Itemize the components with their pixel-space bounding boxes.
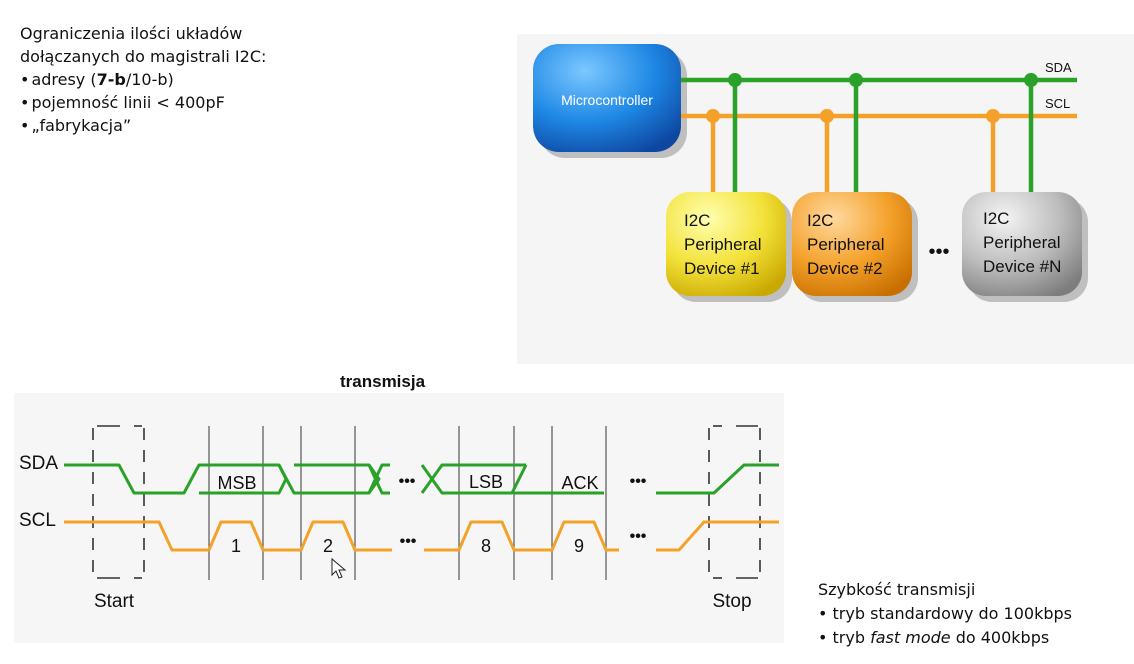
sda-junction-2 [849,73,863,87]
msb-label: MSB [217,473,256,493]
scl-junction-n [986,109,1000,123]
peripheral-device-1-label: I2C Peripheral Device #1 [684,211,766,278]
speed-item-standard: • tryb standardowy do 100kbps [818,604,1072,623]
timing-gridlines [208,426,607,580]
peripheral-device-1-box [666,192,786,296]
bus-sda-label: SDA [1045,60,1072,75]
microcontroller-label: Microcontroller [561,92,653,108]
transmission-speed-text: Szybkość transmisji • tryb standardowy d… [818,578,1072,650]
scl-ellipsis-2: ••• [630,528,647,545]
timing-scl-label: SCL [19,510,56,531]
clock-number-1: 1 [231,536,241,556]
speed-item-fast: • tryb fast mode do 400kbps [818,628,1050,647]
sda-waveform [64,463,779,495]
scl-junction-2 [820,109,834,123]
scl-junction-1 [706,109,720,123]
clock-number-8: 8 [481,536,491,556]
limits-item-fabrication: •„fabrykacja” [20,116,132,135]
sda-ellipsis-2: ••• [630,473,647,490]
peripheral-device-2-box [792,192,912,296]
i2c-limits-text: Ograniczenia ilości układów dołączanych … [20,22,266,137]
peripheral-device-n-box [962,192,1082,296]
sda-junction-n [1024,73,1038,87]
start-bracket [92,425,145,579]
peripheral-device-n-label: I2C Peripheral Device #N [983,209,1065,276]
limits-heading-line1: Ograniczenia ilości układów [20,24,243,43]
timing-diagram-background [14,393,784,643]
stop-bracket [708,425,761,579]
clock-number-2: 2 [323,536,333,556]
timing-sda-label: SDA [19,453,58,474]
clock-number-9: 9 [574,536,584,556]
limits-heading-line2: dołączanych do magistrali I2C: [20,47,267,66]
bus-scl-label: SCL [1045,96,1070,111]
limits-item-addresses: •adresy (7-b/10-b) [20,70,174,89]
peripheral-device-2-label: I2C Peripheral Device #2 [807,211,889,278]
start-label: Start [94,591,135,612]
sda-ellipsis-1: ••• [399,473,416,490]
i2c-timing-diagram: SDA SCL MSB LSB ACK 1 2 8 9 ••• ••• ••• … [19,425,779,612]
microcontroller-box [533,44,681,152]
i2c-bus-diagram: Microcontroller SDA SCL I2C Peripheral D… [533,44,1088,302]
lsb-label: LSB [469,472,503,492]
ack-label: ACK [561,473,598,493]
scl-waveform [64,520,779,552]
sda-junction-1 [728,73,742,87]
transmission-title: transmisja [340,372,426,391]
stop-label: Stop [712,591,751,612]
devices-ellipsis: ••• [928,241,949,263]
mouse-cursor-icon [331,557,347,579]
limits-item-capacitance: •pojemność linii < 400pF [20,93,225,112]
scl-ellipsis-1: ••• [400,533,417,550]
speed-title: Szybkość transmisji [818,580,976,599]
